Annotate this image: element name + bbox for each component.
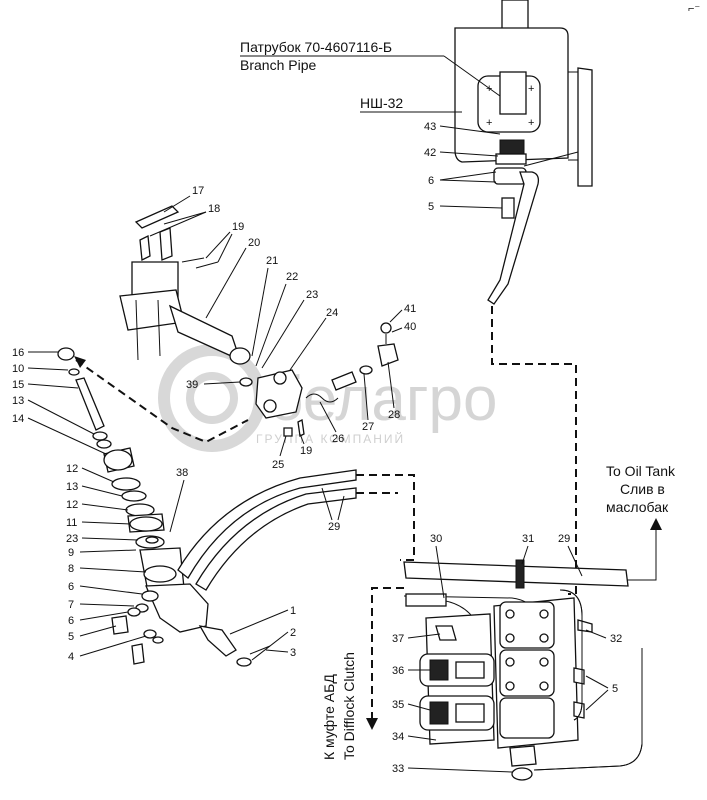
callout-3: 3 [290,647,296,659]
difflock-label-en: To Difflock Clutch [341,652,357,760]
callout-37: 37 [392,633,404,645]
callout-23-top: 23 [306,289,318,301]
callout-13-mid: 13 [66,481,78,493]
oil-tank-label-ru-1: Слив в [620,481,665,497]
callout-12-b: 12 [66,499,78,511]
corner-mark: ⌐⁻ [688,3,700,15]
pipe-38 [177,469,357,579]
pipe-29 [195,487,357,591]
valve-block [403,559,643,781]
callout-12-a: 12 [66,463,78,475]
pump-label: НШ-32 [360,95,403,111]
explode-arrow [74,356,86,368]
left-parts-stack [57,347,271,667]
callout-19-mid: 19 [300,445,312,457]
pipe-dashed-top [356,474,415,561]
callout-35: 35 [392,699,404,711]
callout-5-right: 5 [612,683,618,695]
callout-41: 41 [404,303,416,315]
callout-42: 42 [424,147,436,159]
callout-20: 20 [248,237,260,249]
callout-9: 9 [68,547,74,559]
callout-17: 17 [192,185,204,197]
oil-tank-label-en: To Oil Tank [606,463,676,479]
distributor-valve [255,322,399,437]
callout-31: 31 [522,533,534,545]
callout-23-left: 23 [66,533,78,545]
callout-19-top: 19 [232,221,244,233]
return-line-dashed [491,306,577,595]
shaft-assembly [119,205,253,387]
difflock-arrow [366,718,378,730]
difflock-line-dashed [371,587,404,722]
svg-text:+: + [486,83,492,95]
callout-39: 39 [186,379,198,391]
callout-24: 24 [326,307,338,319]
svg-text:+: + [528,117,534,129]
callout-21: 21 [266,255,278,267]
callout-7: 7 [68,599,74,611]
oil-tank-arrow [650,518,662,530]
callout-14: 14 [12,413,24,425]
callout-30: 30 [430,533,442,545]
callout-10: 10 [12,363,24,375]
callout-29-left: 29 [328,521,340,533]
pump-assembly: + + + + [454,0,593,305]
callout-25: 25 [272,459,284,471]
callout-27: 27 [362,421,374,433]
callout-15: 15 [12,379,24,391]
callout-28: 28 [388,409,400,421]
callout-5-top: 5 [428,201,434,213]
svg-text:+: + [486,117,492,129]
callout-4: 4 [68,651,74,663]
callout-16: 16 [12,347,24,359]
watermark-brand: белагро [268,365,497,434]
callout-8: 8 [68,563,74,575]
callout-11: 11 [66,517,77,529]
callout-38: 38 [176,467,188,479]
branch-pipe-label-en: Branch Pipe [240,57,316,73]
branch-pipe-label-ru: Патрубок 70-4607116-Б [240,39,392,55]
callout-6-left: 6 [68,581,74,593]
callout-1: 1 [290,605,296,617]
callout-6-top: 6 [428,175,434,187]
explode-line-dashed [75,359,249,444]
callout-18: 18 [208,203,220,215]
difflock-label-ru: К муфте АБД [321,674,337,760]
callout-22: 22 [286,271,298,283]
callout-26: 26 [332,433,344,445]
callout-32: 32 [610,633,622,645]
callout-29-right: 29 [558,533,570,545]
watermark: белагро ГРУППА КОМПАНИЙ [158,344,497,452]
watermark-subtitle: ГРУППА КОМПАНИЙ [256,431,405,446]
oil-tank-label-ru-2: маслобак [606,499,669,515]
callout-34: 34 [392,731,404,743]
callout-2: 2 [290,627,296,639]
callout-13-top: 13 [12,395,24,407]
svg-text:+: + [528,83,534,95]
callout-36: 36 [392,665,404,677]
callout-6-lower: 6 [68,615,74,627]
callout-33: 33 [392,763,404,775]
callout-43: 43 [424,121,436,133]
callout-40: 40 [404,321,416,333]
callout-5-left: 5 [68,631,74,643]
